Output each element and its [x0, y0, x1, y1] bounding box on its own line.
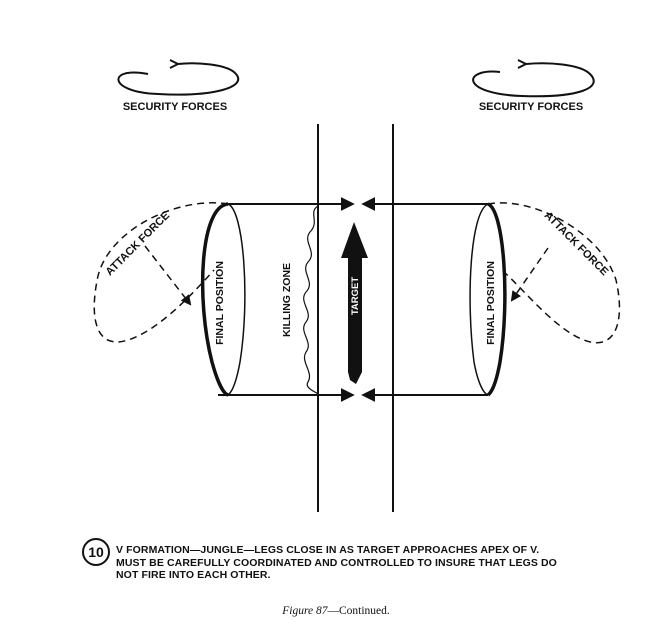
security-forces-right-label: SECURITY FORCES: [479, 101, 583, 113]
attack-force-right-label: ATTACK FORCE: [542, 210, 611, 279]
final-position-left-label: FINAL POSITION: [214, 261, 226, 345]
security-loop-left: [117, 59, 240, 96]
step-number-badge: 10: [82, 538, 110, 566]
final-position-right-label: FINAL POSITION: [485, 261, 497, 345]
killing-zone-label: KILLING ZONE: [281, 263, 293, 337]
final-position-left: [200, 202, 246, 397]
final-position-right: [469, 202, 507, 397]
caption-line-2: MUST BE CAREFULLY COORDINATED AND CONTRO…: [116, 556, 557, 569]
figure-caption: Figure 87—Continued.: [0, 605, 672, 617]
target-arrow: [341, 222, 368, 384]
security-loop-right: [472, 59, 595, 98]
attack-force-loop-left: [93, 202, 229, 343]
target-label: TARGET: [350, 277, 361, 316]
figure-suffix: —Continued.: [327, 605, 390, 617]
caption-line-1: V FORMATION—JUNGLE—LEGS CLOSE IN AS TARG…: [116, 544, 540, 556]
figure-label: Figure 87: [282, 605, 328, 617]
diagram-caption: V FORMATION—JUNGLE—LEGS CLOSE IN AS TARG…: [116, 544, 636, 582]
security-forces-left-label: SECURITY FORCES: [123, 101, 227, 113]
caption-line-3: NOT FIRE INTO EACH OTHER.: [116, 569, 271, 581]
killing-zone-boundary: [303, 205, 319, 395]
attack-force-loop-right: [487, 202, 621, 344]
